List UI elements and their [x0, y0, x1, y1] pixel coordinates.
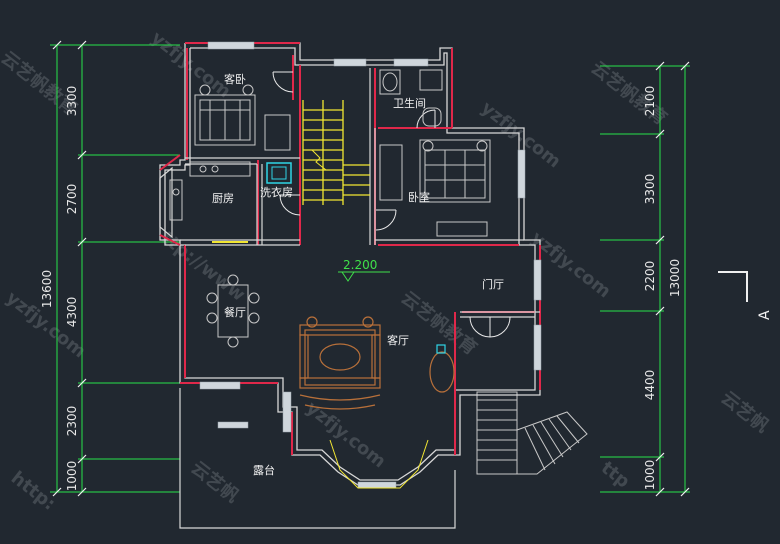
watermark-url: ttp	[597, 457, 634, 492]
dimension-left-segment: 2700	[65, 184, 79, 215]
doors	[212, 71, 511, 338]
section-mark: A	[718, 271, 773, 320]
dimension-right-segment: 1000	[643, 460, 657, 491]
room-label-foyer: 门厅	[482, 277, 504, 291]
dimension-left-segment: 2300	[65, 406, 79, 437]
guest-bedroom-furniture	[194, 84, 291, 151]
room-label-laundry: 洗衣房	[260, 185, 293, 199]
watermark-brand: 云艺帆	[717, 387, 773, 438]
dimension-left-segment: 1000	[65, 461, 79, 492]
watermark-url: yzfjy.com	[147, 27, 235, 102]
dimension-right	[600, 61, 690, 497]
dimension-left-segment: 4300	[65, 297, 79, 328]
room-label-kitchen: 厨房	[212, 192, 234, 205]
living-bay-window	[329, 439, 429, 489]
kitchen-counters	[169, 161, 251, 221]
bedroom-furniture	[379, 139, 491, 237]
dimension-right-segment: 2200	[643, 261, 657, 292]
bathroom-fixtures	[379, 69, 443, 127]
dimension-right-segment: 3300	[643, 174, 657, 205]
level-marker-value: 2.200	[343, 258, 377, 272]
room-labels: 客卧 卫生间 厨房 洗衣房 卧室 门厅 餐厅 客厅 露台	[212, 72, 504, 477]
laundry-fixture	[266, 162, 292, 184]
dimension-left-total: 13600	[40, 270, 54, 308]
watermark-url: ttp://www	[157, 227, 249, 305]
watermark-brand: 云艺帆	[187, 457, 243, 508]
room-label-terrace: 露台	[253, 463, 275, 477]
room-label-dining: 餐厅	[224, 305, 246, 319]
dining-set	[206, 274, 260, 348]
watermark-url: http:	[7, 467, 59, 514]
room-label-bathroom: 卫生间	[393, 96, 426, 110]
room-label-bedroom: 卧室	[408, 190, 430, 204]
watermark-brand: 云艺帆教育	[397, 287, 481, 360]
interior-stair	[302, 100, 370, 205]
kitchen-bay-window	[159, 166, 173, 239]
dimension-right-segment: 4400	[643, 370, 657, 401]
living-sofa-set	[299, 316, 455, 410]
terrace-outline	[179, 388, 456, 529]
windows	[199, 41, 542, 489]
external-stair	[476, 391, 588, 475]
dimension-left-segment: 3300	[65, 86, 79, 117]
interior-walls	[180, 68, 540, 318]
level-marker: 2.200	[338, 258, 390, 282]
section-mark-letter: A	[757, 310, 773, 320]
dimension-right-total: 13000	[668, 259, 682, 297]
watermark-layer: yzfjy.com yzfjy.com yzfjy.com yzfjy.com …	[0, 27, 773, 514]
dimension-right-segment: 2100	[643, 86, 657, 117]
room-label-guest-bedroom: 客卧	[224, 72, 246, 86]
dimension-left	[50, 40, 180, 497]
room-label-living: 客厅	[387, 333, 409, 347]
